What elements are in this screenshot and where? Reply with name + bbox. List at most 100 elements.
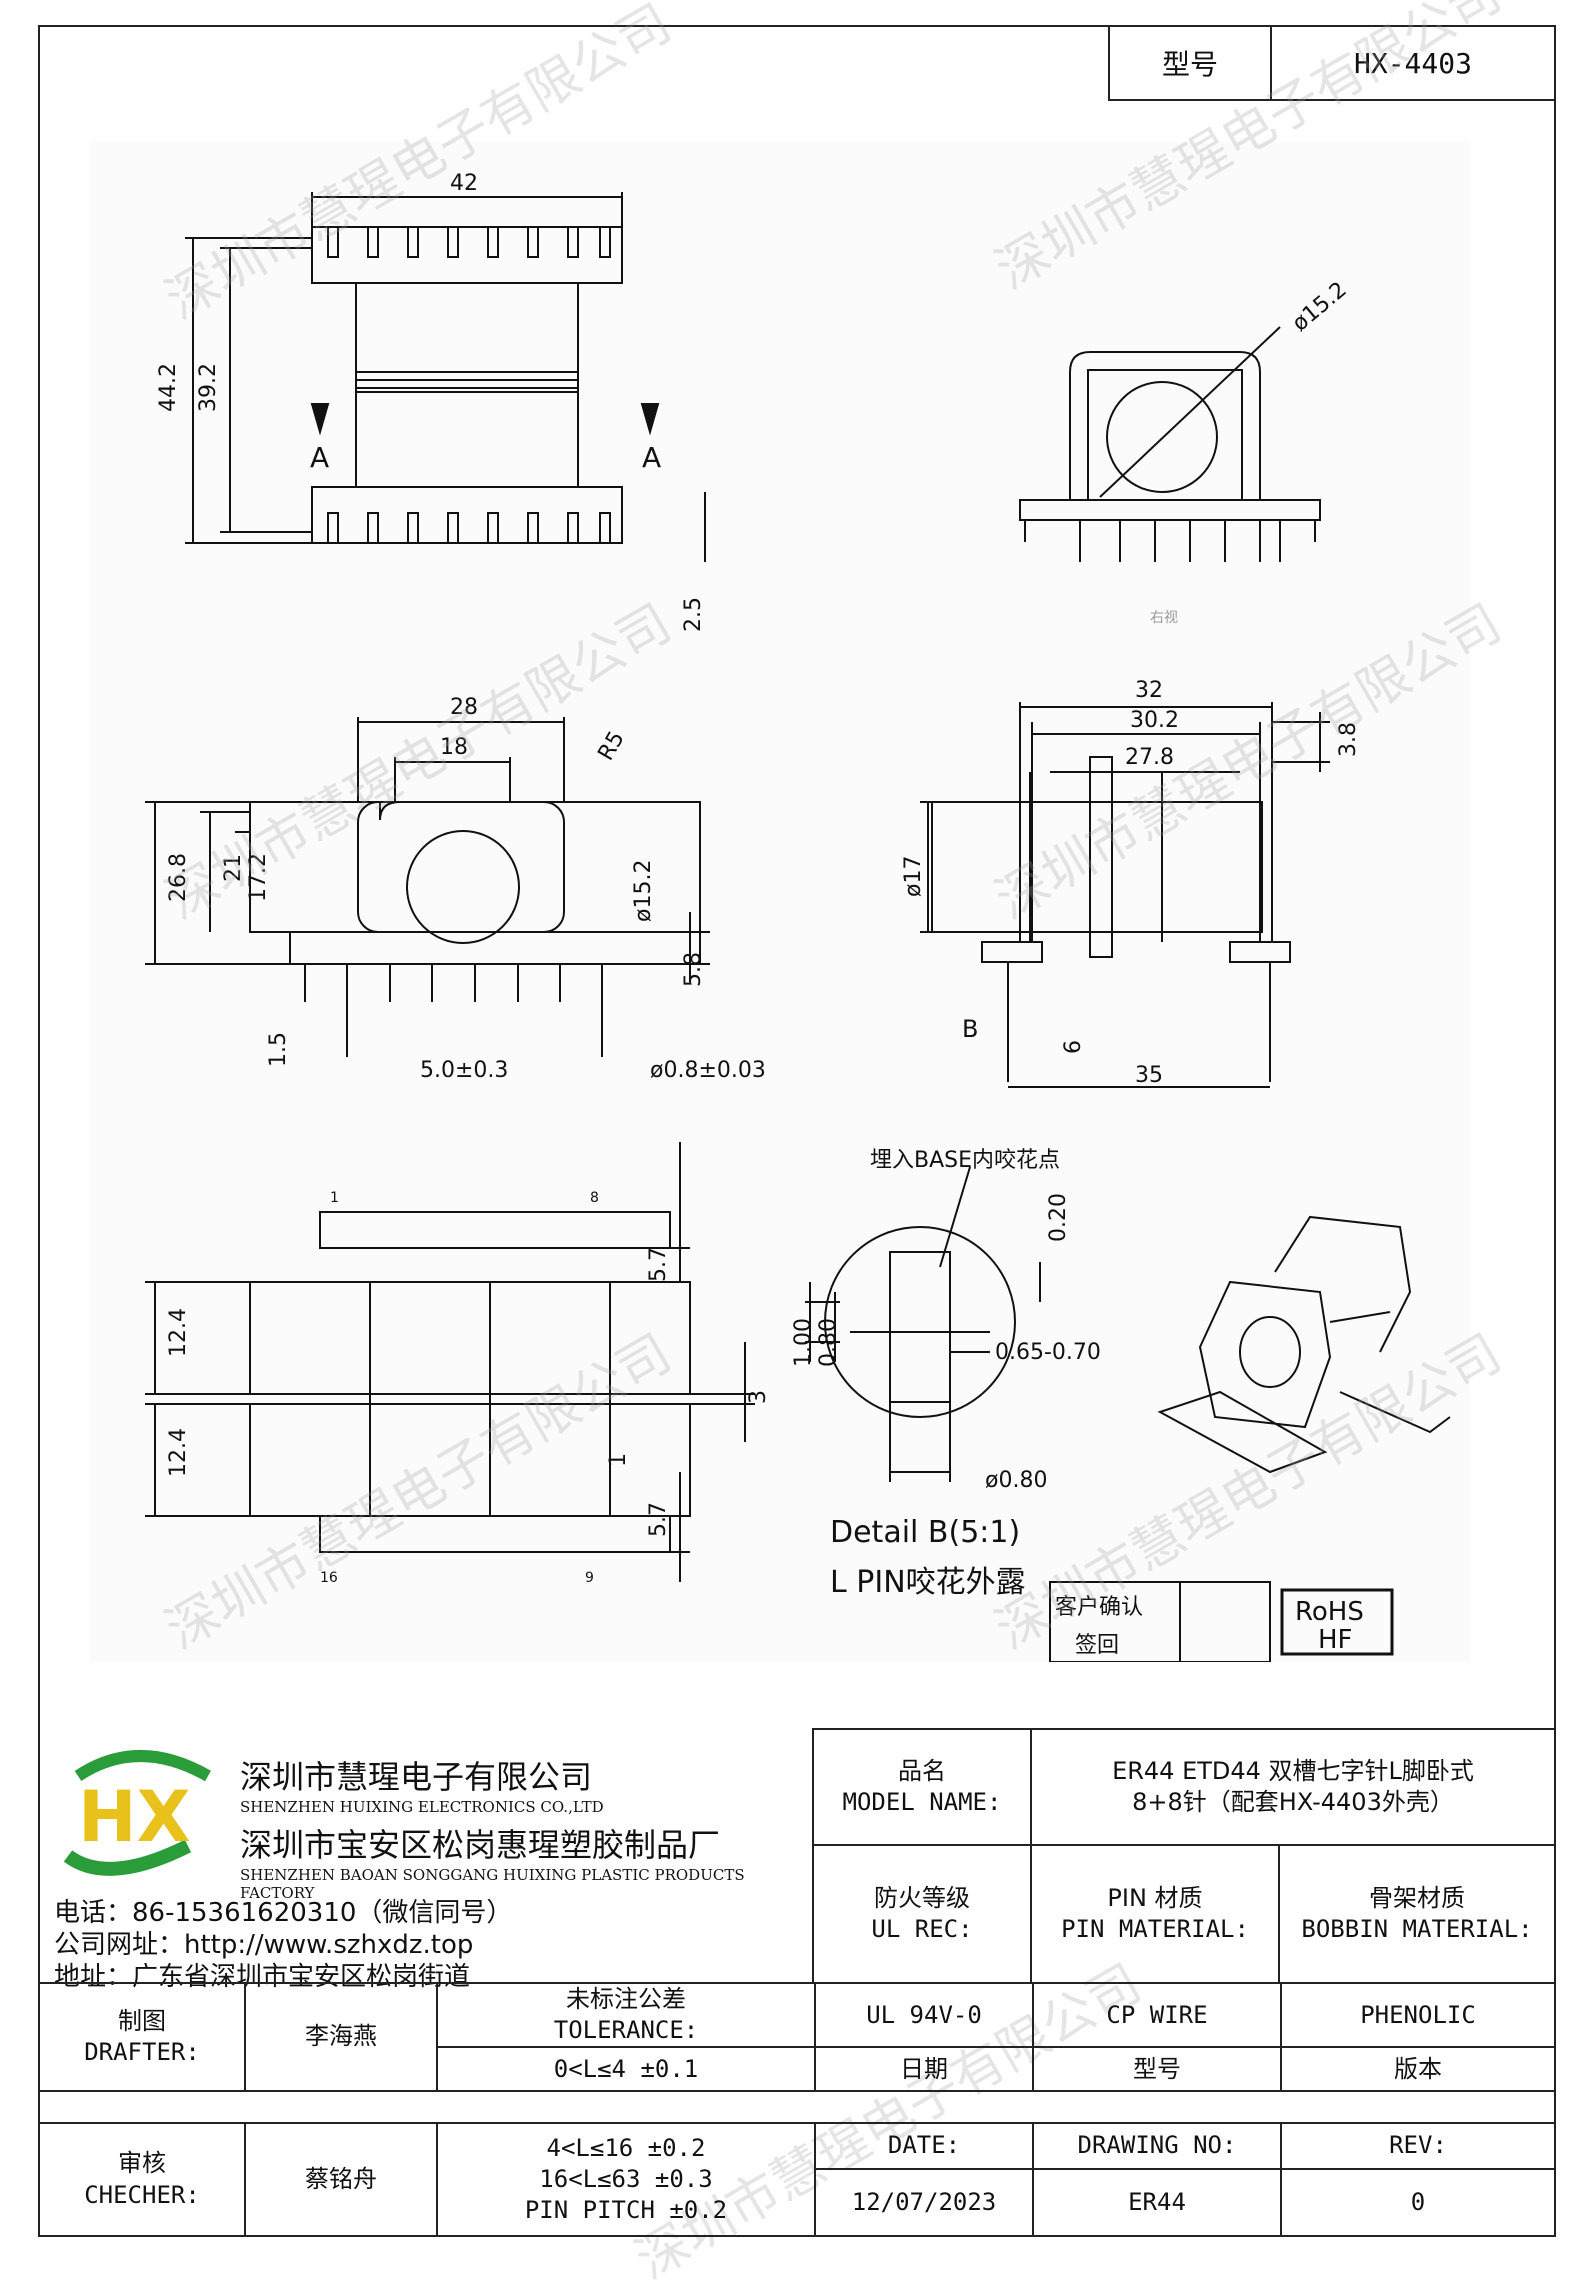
checker-label: 审核 CHECHER:	[38, 2122, 246, 2237]
drawing-no-label: DRAWING NO:	[1032, 2122, 1282, 2170]
end-view-caption: 右视	[1150, 610, 1178, 626]
pin-9-label: 9	[585, 1570, 594, 1586]
pin-value: CP WIRE	[1032, 1981, 1282, 2049]
product-value: ER44 ETD44 双槽七字针L脚卧式 8+8针（配套HX-4403外壳）	[1030, 1728, 1556, 1846]
product-label: 品名 MODEL NAME:	[812, 1728, 1032, 1846]
confirm-line1: 客户确认	[1055, 1595, 1143, 1620]
model-header: 型号 HX-4403	[1108, 25, 1556, 101]
company-block: HX 深圳市慧瑆电子有限公司 SHENZHEN HUIXING ELECTRON…	[40, 1728, 810, 1992]
dim-1: 1	[606, 1453, 631, 1467]
drafter-name: 李海燕	[244, 1982, 438, 2092]
rev-label: 版本	[1280, 2046, 1556, 2092]
tolerance-label-cn: 未标注公差	[566, 1985, 686, 2013]
dim-range: 0.65-0.70	[995, 1340, 1101, 1365]
bobbin-label-en: BOBBIN MATERIAL:	[1301, 1915, 1533, 1943]
section-a-right: A	[642, 441, 661, 474]
dim-17-2: 17.2	[246, 853, 271, 902]
dim-3-8: 3.8	[1336, 722, 1361, 757]
dim-28: 28	[450, 695, 478, 720]
pin-label-en: PIN MATERIAL:	[1061, 1915, 1249, 1943]
drawing-frame	[38, 25, 1556, 2237]
dim-5-7-bottom: 5.7	[646, 1502, 671, 1537]
tolerance-rest: 4<L≤16 ±0.2 16<L≤63 ±0.3 PIN PITCH ±0.2	[436, 2122, 816, 2237]
dim-30-2: 30.2	[1130, 708, 1179, 733]
rev-label-en: REV:	[1280, 2122, 1556, 2170]
dim-26-8: 26.8	[166, 853, 191, 902]
rev-value: 0	[1280, 2168, 1556, 2237]
date-label: 日期	[814, 2046, 1034, 2092]
section-a-left: A	[310, 441, 329, 474]
product-label-en: MODEL NAME:	[842, 1788, 1002, 1816]
fire-label-cn: 防火等级	[874, 1883, 970, 1912]
pin-1-label: 1	[330, 1190, 339, 1206]
bobbin-label-cn: 骨架材质	[1369, 1883, 1465, 1912]
rohs-line1: RoHS	[1295, 1597, 1364, 1627]
company-name-en: SHENZHEN HUIXING ELECTRONICS CO.,LTD	[240, 1798, 604, 1816]
dim-27-8: 27.8	[1125, 745, 1174, 770]
checker-name: 蔡铭舟	[244, 2122, 438, 2237]
pin-16-label: 16	[320, 1570, 338, 1586]
company-name-cn: 深圳市慧瑆电子有限公司	[240, 1758, 593, 1796]
dim-dia-15-2: ø15.2	[1288, 277, 1352, 336]
end-view	[1019, 326, 1321, 562]
product-value-line2: 8+8针（配套HX-4403外壳）	[1132, 1788, 1454, 1816]
dim-35: 35	[1135, 1063, 1163, 1088]
company-logo: HX	[63, 1750, 211, 1876]
technical-drawing: 42 44.2 39.2 2.5 A A ø15.2 右视 28 18 R5 2…	[90, 142, 1470, 1663]
tolerance-label-en: TOLERANCE:	[553, 2016, 699, 2045]
dim-0-20: 0.20	[1046, 1193, 1071, 1242]
drafter-label-en: DRAFTER:	[84, 2038, 200, 2066]
product-value-line1: ER44 ETD44 双槽七字针L脚卧式	[1112, 1756, 1474, 1785]
checker-label-en: CHECHER:	[84, 2180, 200, 2209]
pin-8-label: 8	[590, 1190, 599, 1206]
dim-5-7-top: 5.7	[646, 1247, 671, 1282]
pin-label: PIN 材质 PIN MATERIAL:	[1030, 1844, 1280, 1984]
detail-b	[805, 1166, 1041, 1482]
drawing-svg: 42 44.2 39.2 2.5 A A ø15.2 右视 28 18 R5 2…	[145, 171, 1451, 1663]
title-block-upper: 品名 MODEL NAME: ER44 ETD44 双槽七字针L脚卧式 8+8针…	[812, 1728, 1556, 1984]
fire-label-en: UL REC:	[871, 1915, 973, 1943]
confirm-line2: 签回	[1075, 1633, 1119, 1658]
tolerance-2: 4<L≤16 ±0.2	[546, 2133, 706, 2162]
label-b: B	[962, 1015, 978, 1043]
fire-value: UL 94V-0	[814, 1981, 1034, 2049]
bobbin-label: 骨架材质 BOBBIN MATERIAL:	[1278, 1844, 1556, 1984]
tolerance-3: 16<L≤63 ±0.3	[539, 2164, 713, 2193]
drafter-label: 制图 DRAFTER:	[38, 1982, 246, 2092]
side-view	[920, 702, 1330, 1088]
isometric-view	[1157, 1215, 1451, 1474]
dim-42: 42	[450, 171, 478, 196]
dim-pin-dia: ø0.8±0.03	[650, 1058, 766, 1083]
date-label-en: DATE:	[814, 2122, 1034, 2170]
model-label-row: 型号	[1032, 2046, 1282, 2092]
tolerance-1: 0<L≤4 ±0.1	[436, 2046, 816, 2092]
model-value: HX-4403	[1353, 46, 1472, 80]
date-value: 12/07/2023	[814, 2168, 1034, 2237]
dim-5-8: 5.8	[681, 952, 706, 987]
dim-dia-17: ø17	[901, 856, 926, 897]
detail-note: 埋入BASE内咬花点	[870, 1148, 1060, 1173]
pin-label-cn: PIN 材质	[1107, 1883, 1203, 1912]
checker-label-cn: 审核	[118, 2149, 166, 2178]
bottom-view	[145, 1142, 755, 1582]
company-phone: 电话：86-15361620310（微信同号）	[54, 1898, 513, 1928]
factory-name-cn: 深圳市宝安区松岗惠瑆塑胶制品厂	[240, 1826, 721, 1864]
dim-12-4-bottom: 12.4	[166, 1428, 191, 1477]
detail-subtitle: L PIN咬花外露	[830, 1565, 1026, 1600]
title-block-lower: 审核 CHECHER: 蔡铭舟 4<L≤16 ±0.2 16<L≤63 ±0.3…	[38, 2122, 1556, 2237]
tolerance-4: PIN PITCH ±0.2	[524, 2196, 728, 2225]
dim-r5: R5	[594, 727, 630, 765]
dim-39-2: 39.2	[196, 363, 221, 412]
logo-text: HX	[78, 1776, 191, 1858]
dim-1-00: 1.00	[791, 1318, 816, 1367]
dim-3: 3	[746, 1390, 771, 1404]
rohs-line2: HF	[1318, 1625, 1353, 1655]
dim-dia-0-80: ø0.80	[985, 1468, 1047, 1493]
top-view	[185, 192, 706, 562]
dim-pitch: 5.0±0.3	[420, 1058, 508, 1083]
dim-2-5: 2.5	[681, 597, 706, 632]
dim-1-5: 1.5	[266, 1032, 291, 1067]
drafter-label-cn: 制图	[118, 2006, 166, 2035]
dim-12-4-top: 12.4	[166, 1308, 191, 1357]
dim-6: 6	[1061, 1040, 1086, 1054]
